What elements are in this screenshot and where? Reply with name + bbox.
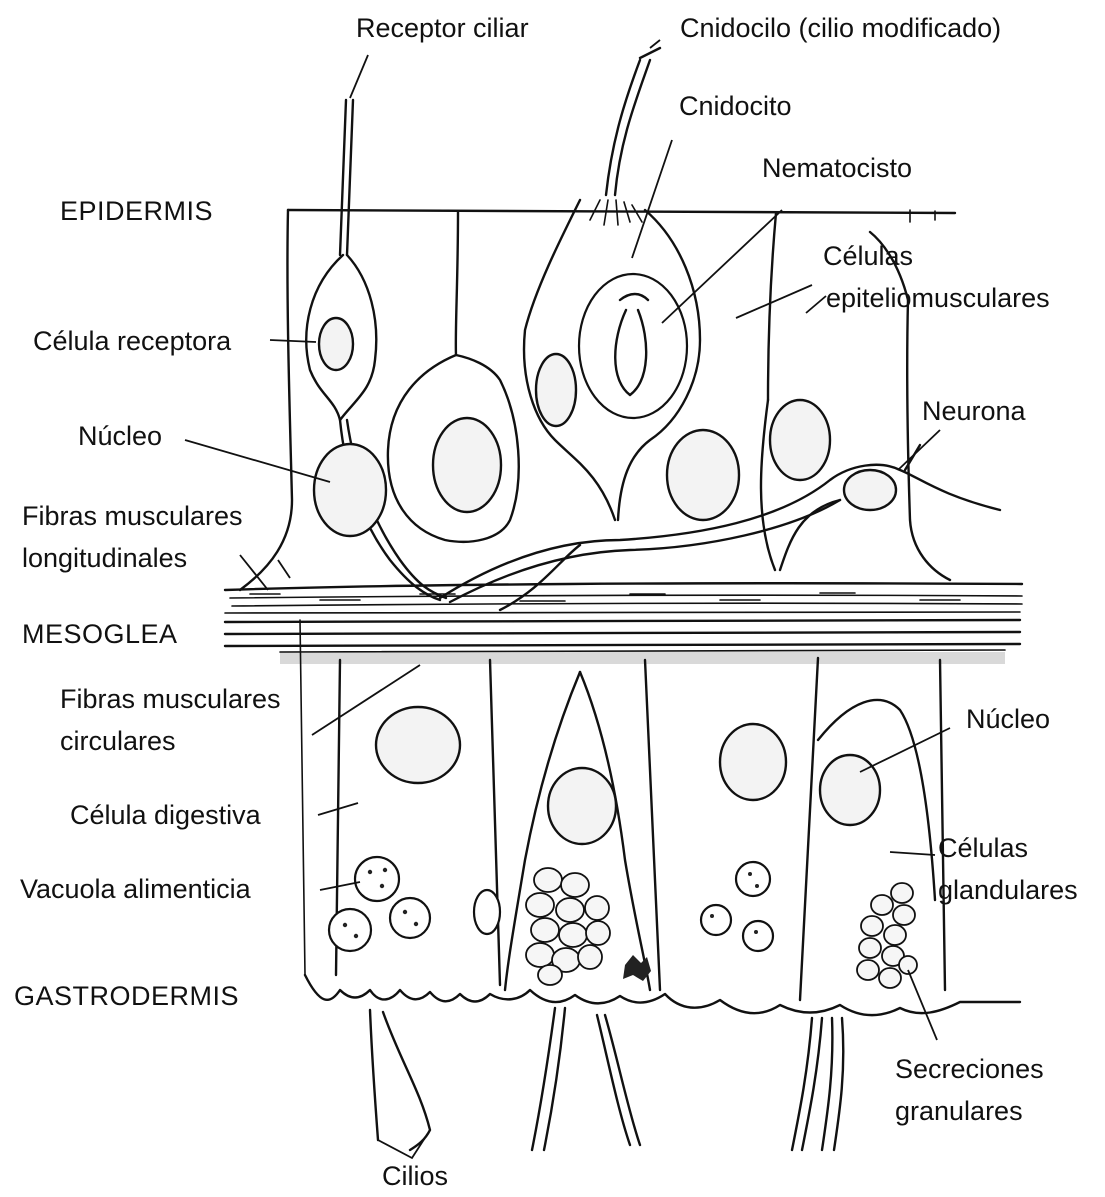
- cilia: [370, 1008, 843, 1150]
- nematocyst-capsule: [579, 274, 687, 418]
- label-celulas-epitelio-2: epiteliomusculares: [826, 283, 1050, 313]
- label-epidermis: EPIDERMIS: [60, 196, 213, 226]
- label-fibras-longitudinales-1: Fibras musculares: [22, 501, 243, 531]
- epidermis-layer: [225, 48, 1022, 610]
- label-cilios: Cilios: [382, 1161, 448, 1191]
- label-nematocisto: Nematocisto: [762, 153, 912, 183]
- label-vacuola-alimenticia: Vacuola alimenticia: [20, 874, 252, 904]
- label-neurona: Neurona: [922, 396, 1027, 426]
- receptor-nucleus: [319, 318, 353, 370]
- label-celulas-glandulares-1: Células: [938, 833, 1028, 863]
- label-nucleo-epidermis: Núcleo: [78, 421, 162, 451]
- mesoglea-layer: [225, 612, 1020, 646]
- leader-lines: [185, 40, 950, 1158]
- label-fibras-longitudinales-2: longitudinales: [22, 543, 187, 573]
- label-celulas-glandulares-2: glandulares: [938, 875, 1078, 905]
- labels: Receptor ciliar Cnidocilo (cilio modific…: [14, 13, 1078, 1191]
- label-fibras-circulares-2: circulares: [60, 726, 176, 756]
- label-cnidocilo: Cnidocilo (cilio modificado): [680, 13, 1001, 43]
- label-secreciones-2: granulares: [895, 1096, 1023, 1126]
- longitudinal-muscle-fibres: [225, 583, 1022, 606]
- label-mesoglea: MESOGLEA: [22, 619, 178, 649]
- label-secreciones-1: Secreciones: [895, 1054, 1044, 1084]
- epidermal-cell: [314, 355, 519, 542]
- label-celulas-epitelio-1: Células: [823, 241, 913, 271]
- label-fibras-circulares-1: Fibras musculares: [60, 684, 281, 714]
- label-celula-digestiva: Célula digestiva: [70, 800, 262, 830]
- label-nucleo-gastrodermis: Núcleo: [966, 704, 1050, 734]
- circular-muscle-fibres: [280, 650, 1005, 664]
- label-receptor-ciliar: Receptor ciliar: [356, 13, 529, 43]
- label-gastrodermis: GASTRODERMIS: [14, 981, 239, 1011]
- label-celula-receptora: Célula receptora: [33, 326, 232, 356]
- epidermal-nucleus: [314, 444, 386, 536]
- label-cnidocito: Cnidocito: [679, 91, 792, 121]
